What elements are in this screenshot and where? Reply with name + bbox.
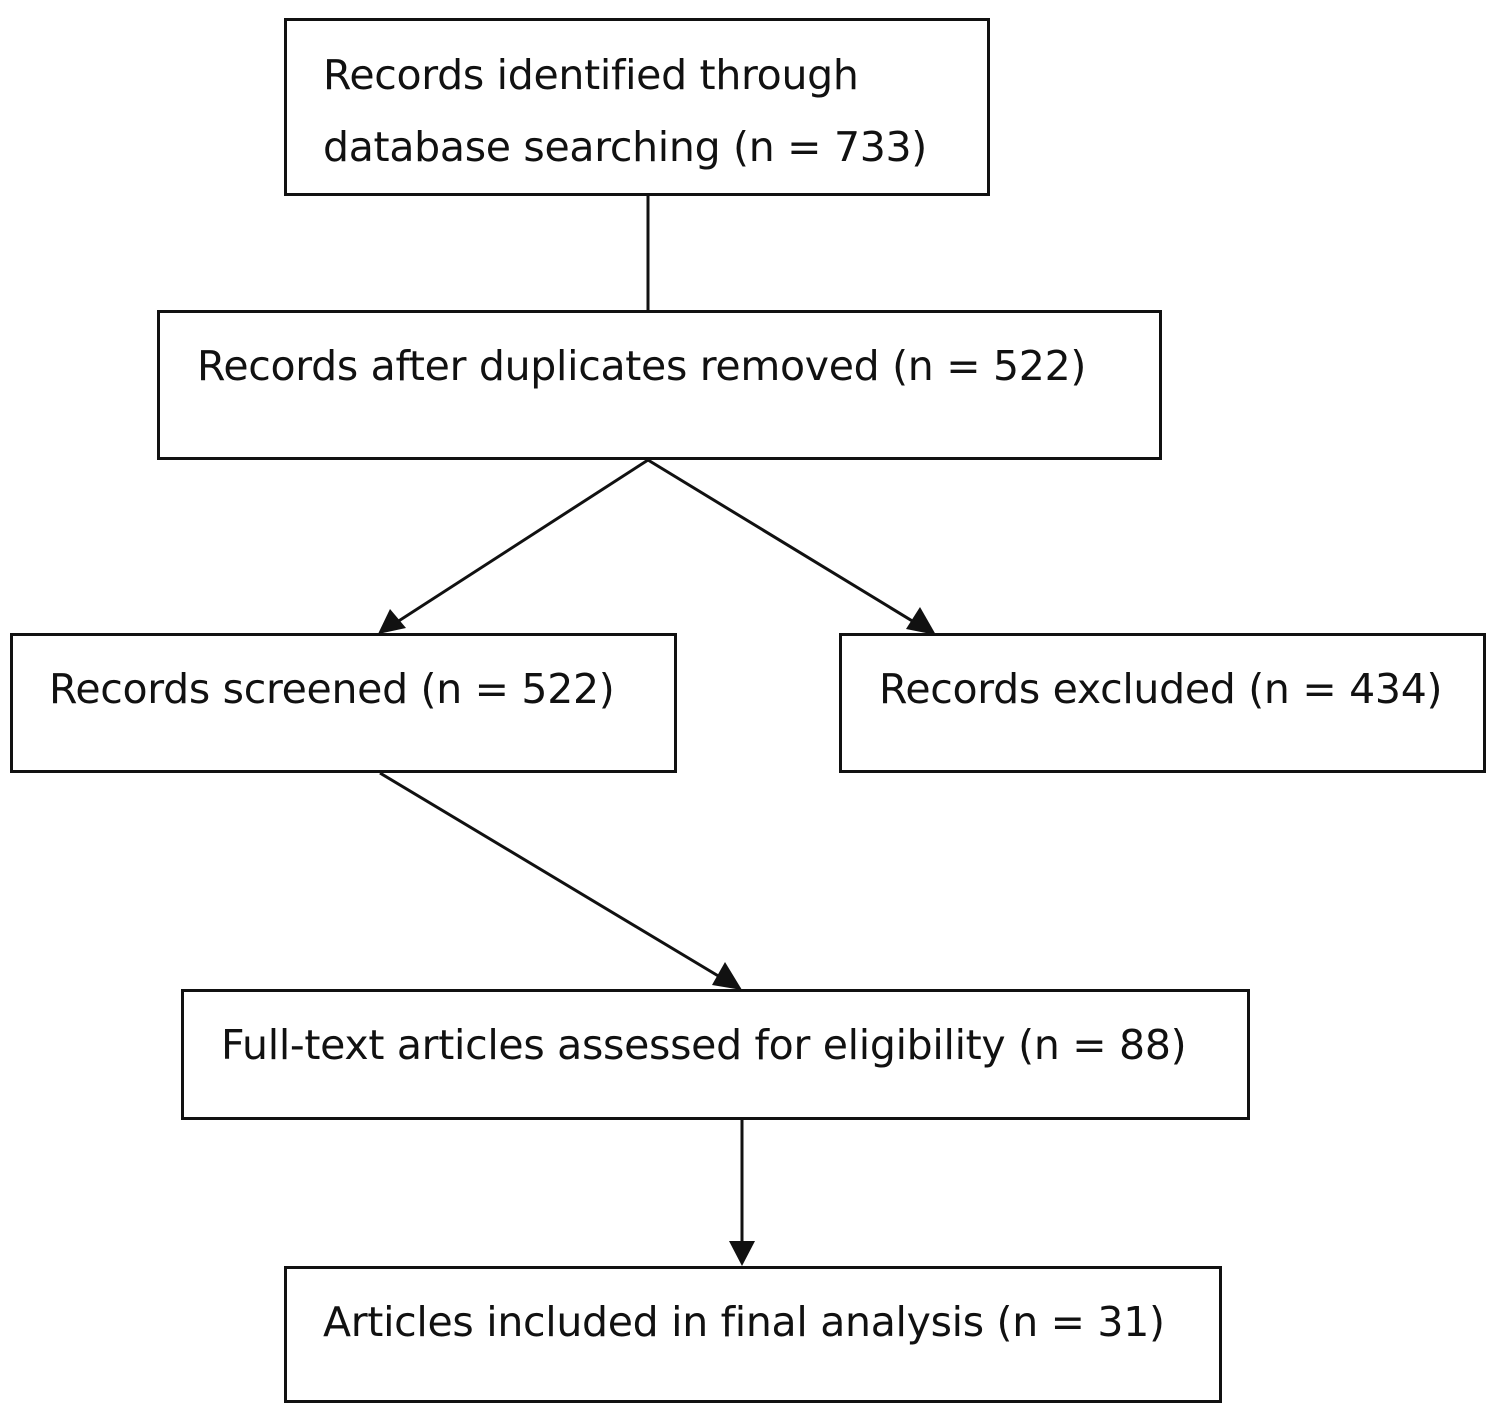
arrow-screened-to-fulltext bbox=[379, 771, 741, 991]
records-screened-box: Records screened (n = 522) bbox=[10, 633, 677, 773]
records-screened-text: Records screened (n = 522) bbox=[49, 665, 615, 713]
records-identified-text: Records identified through database sear… bbox=[323, 39, 927, 183]
arrowhead-excluded bbox=[906, 607, 936, 635]
records-identified-box: Records identified through database sear… bbox=[284, 18, 990, 196]
arrowhead-fulltext bbox=[712, 962, 742, 990]
records-excluded-box: Records excluded (n = 434) bbox=[839, 633, 1486, 773]
records-identified-line1: Records identified through bbox=[323, 51, 859, 99]
records-identified-line2: database searching (n = 733) bbox=[323, 123, 927, 171]
arrowhead-included bbox=[729, 1241, 755, 1266]
arrowhead-screened bbox=[378, 609, 406, 634]
arrow-duplicates-to-screened bbox=[379, 458, 649, 635]
articles-included-text: Articles included in final analysis (n =… bbox=[323, 1298, 1165, 1346]
arrow-duplicates-to-excluded bbox=[647, 458, 933, 635]
records-excluded-text: Records excluded (n = 434) bbox=[879, 665, 1443, 713]
duplicates-removed-box: Records after duplicates removed (n = 52… bbox=[157, 310, 1162, 460]
articles-included-box: Articles included in final analysis (n =… bbox=[284, 1266, 1222, 1403]
full-text-assessed-box: Full-text articles assessed for eligibil… bbox=[181, 989, 1250, 1120]
full-text-assessed-text: Full-text articles assessed for eligibil… bbox=[221, 1021, 1187, 1069]
duplicates-removed-text: Records after duplicates removed (n = 52… bbox=[197, 342, 1087, 390]
